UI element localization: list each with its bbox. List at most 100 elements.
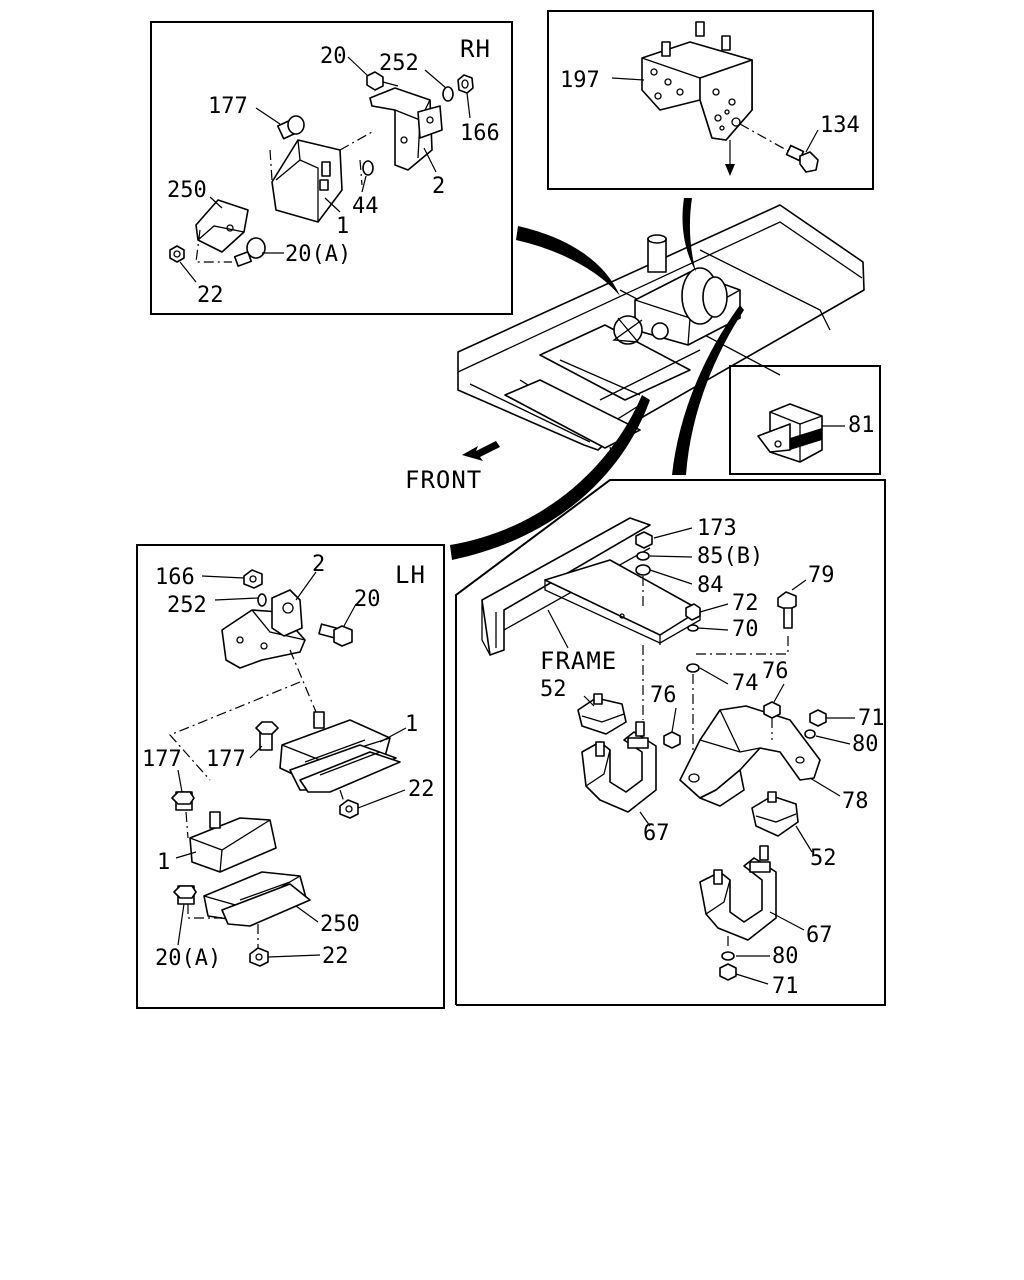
pad-part-81 <box>757 403 823 463</box>
rear-label-70: 70 <box>732 617 759 642</box>
leader-swoosh-rear <box>672 305 744 475</box>
rear-label-71-bottom: 71 <box>772 974 799 999</box>
label-134: 134 <box>820 113 860 138</box>
lh-bolt-20a <box>173 885 197 905</box>
rear-washer-80-bottom <box>721 951 735 961</box>
rear-label-76-right: 76 <box>762 659 789 684</box>
lh-bolt-177-lower <box>171 791 195 811</box>
lh-label-20: 20 <box>354 587 381 612</box>
lh-label-22-upper: 22 <box>408 777 435 802</box>
rear-label-78: 78 <box>842 789 869 814</box>
rear-nut-71-top <box>809 709 827 727</box>
rear-label-74: 74 <box>732 671 759 696</box>
lh-label-22-lower: 22 <box>322 944 349 969</box>
rear-label-67-lower: 67 <box>806 923 833 948</box>
rh-nut-22 <box>169 245 185 263</box>
top-right-panel-frame <box>547 10 874 190</box>
rh-mount-parts <box>169 71 474 267</box>
pad-panel-frame <box>729 365 881 475</box>
rh-label-20: 20 <box>320 44 347 69</box>
lh-panel-frame <box>136 544 445 1009</box>
frame-label: FRAME <box>540 647 617 675</box>
rh-washer-252 <box>442 86 454 102</box>
rear-label-71-top: 71 <box>858 706 885 731</box>
rh-label-166: 166 <box>460 121 500 146</box>
rear-leaders <box>583 527 855 985</box>
rear-washer-74 <box>686 663 700 673</box>
rear-label-76-left: 76 <box>650 683 677 708</box>
rh-panel-frame <box>150 21 513 315</box>
rear-label-72: 72 <box>732 591 759 616</box>
rear-washer-84 <box>635 564 651 576</box>
rear-nut-72 <box>685 603 701 621</box>
rear-bolt-79 <box>777 591 797 629</box>
lh-label-20a: 20(A) <box>155 946 221 971</box>
lh-label-252: 252 <box>167 593 207 618</box>
rear-nut-76-right <box>763 701 781 719</box>
rh-leaders <box>179 56 471 283</box>
rh-label-252: 252 <box>379 51 419 76</box>
lh-leaders <box>175 571 407 958</box>
lh-bolt-20 <box>318 623 353 647</box>
lh-label-2: 2 <box>312 552 325 577</box>
rear-label-52-upper: 52 <box>540 677 567 702</box>
leader-197 <box>611 77 645 81</box>
top-right-bracket-197 <box>641 21 791 176</box>
lh-label-1-upper: 1 <box>405 712 418 737</box>
rear-label-79: 79 <box>808 563 835 588</box>
lh-nut-22-lower <box>249 947 269 967</box>
rh-bolt-177 <box>276 115 305 140</box>
rear-label-80-bottom: 80 <box>772 944 799 969</box>
rh-title: RH <box>460 35 491 63</box>
leader-134 <box>805 129 819 153</box>
rear-label-85b: 85(B) <box>697 544 763 569</box>
rh-washer-44 <box>362 160 374 176</box>
rh-nut-166 <box>457 74 474 94</box>
rear-washer-85b <box>636 551 650 561</box>
lh-title: LH <box>395 561 426 589</box>
rear-label-80-top: 80 <box>852 732 879 757</box>
rear-washer-80-top <box>804 729 816 739</box>
lh-bolt-177-upper <box>255 721 279 751</box>
label-81: 81 <box>848 413 875 438</box>
rear-nut-76-left <box>663 731 681 749</box>
rh-label-44: 44 <box>352 194 379 219</box>
rear-label-173: 173 <box>697 516 737 541</box>
rear-label-52-lower: 52 <box>810 846 837 871</box>
rh-label-20a: 20(A) <box>285 242 351 267</box>
rear-label-67-upper: 67 <box>643 821 670 846</box>
lh-label-1-lower: 1 <box>157 850 170 875</box>
rear-nut-173 <box>635 531 653 549</box>
leader-swoosh-rh <box>516 226 620 296</box>
rh-bolt-20-top <box>366 71 399 91</box>
front-arrow <box>462 441 500 461</box>
rh-label-1: 1 <box>336 214 349 239</box>
lh-mount-parts <box>168 569 401 967</box>
chassis-frame <box>457 204 865 456</box>
rear-nut-71-bottom <box>719 963 737 981</box>
lh-washer-252 <box>257 593 267 607</box>
lh-label-250: 250 <box>320 912 360 937</box>
lh-label-177-lower: 177 <box>142 747 182 772</box>
lh-nut-22-upper <box>339 799 359 819</box>
rear-label-84: 84 <box>697 573 724 598</box>
rh-bolt-20a <box>233 237 266 267</box>
rh-label-2: 2 <box>432 174 445 199</box>
lh-label-166: 166 <box>155 565 195 590</box>
lh-label-177-upper: 177 <box>206 747 246 772</box>
leader-swoosh-lh <box>450 395 650 560</box>
rear-washer-70 <box>687 624 699 632</box>
rear-frame-rail <box>481 517 701 656</box>
top-right-bolt-134 <box>785 144 819 173</box>
leader-frame <box>547 609 569 649</box>
label-197: 197 <box>560 68 600 93</box>
rh-label-22: 22 <box>197 283 224 308</box>
rear-panel-frame <box>455 479 886 1006</box>
rh-label-250: 250 <box>167 178 207 203</box>
rh-label-177: 177 <box>208 94 248 119</box>
rear-mount-parts <box>577 531 827 981</box>
lh-nut-166 <box>243 569 263 589</box>
front-label: FRONT <box>405 466 482 494</box>
leader-swoosh-top <box>682 198 696 272</box>
